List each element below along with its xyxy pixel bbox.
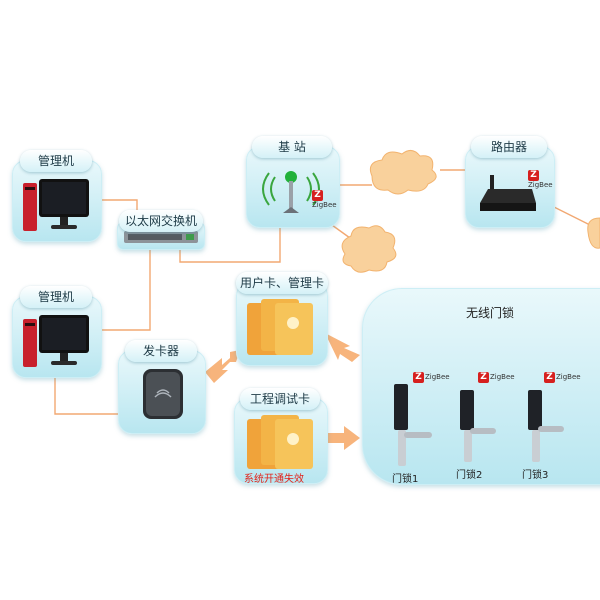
cloud-2 (341, 225, 397, 273)
wireless-locks-label: 无线门锁 (466, 306, 515, 320)
connector-pc2-switch (100, 250, 151, 331)
desktop-computer-icon (23, 315, 89, 367)
engineering-card-label: 工程调试卡 (240, 388, 320, 410)
card-stack-icon (247, 299, 313, 355)
admin-pc-2-label: 管理机 (20, 286, 92, 308)
arrow-cards-locks (325, 333, 360, 362)
router-panel (465, 146, 555, 228)
ethernet-switch-label: 以太网交换机 (119, 210, 203, 232)
double-arrow-issuer-cards (205, 350, 240, 383)
cloud-3 (587, 217, 600, 249)
arrow-engineering-locks (323, 426, 360, 450)
connector-router-cloud (549, 204, 591, 226)
lock-3-label: 门锁3 (522, 470, 549, 481)
user-cards-panel (236, 282, 328, 366)
router-label: 路由器 (471, 136, 547, 158)
lock-1-label: 门锁1 (392, 474, 419, 485)
admin-pc-2-panel (12, 296, 102, 378)
lock-2-label: 门锁2 (456, 470, 483, 481)
user-cards-label: 用户卡、管理卡 (236, 272, 328, 294)
admin-pc-1-panel (12, 160, 102, 242)
router-icon (480, 175, 536, 211)
engineering-card-note: 系统开通失效 (244, 474, 304, 485)
card-issuer-label: 发卡器 (125, 340, 197, 362)
connector-pc2-issuer (54, 375, 120, 415)
antenna-base-station-icon (262, 171, 320, 213)
card-reader-icon (143, 369, 183, 419)
base-station-panel (246, 146, 340, 228)
admin-pc-1-label: 管理机 (20, 150, 92, 172)
base-station-label: 基 站 (252, 136, 332, 158)
card-issuer-panel (118, 350, 206, 434)
card-stack-icon (247, 415, 313, 469)
connector-switch-base (179, 215, 281, 263)
desktop-computer-icon (23, 179, 89, 231)
network-switch-icon (124, 231, 198, 243)
cloud-1 (369, 150, 437, 195)
